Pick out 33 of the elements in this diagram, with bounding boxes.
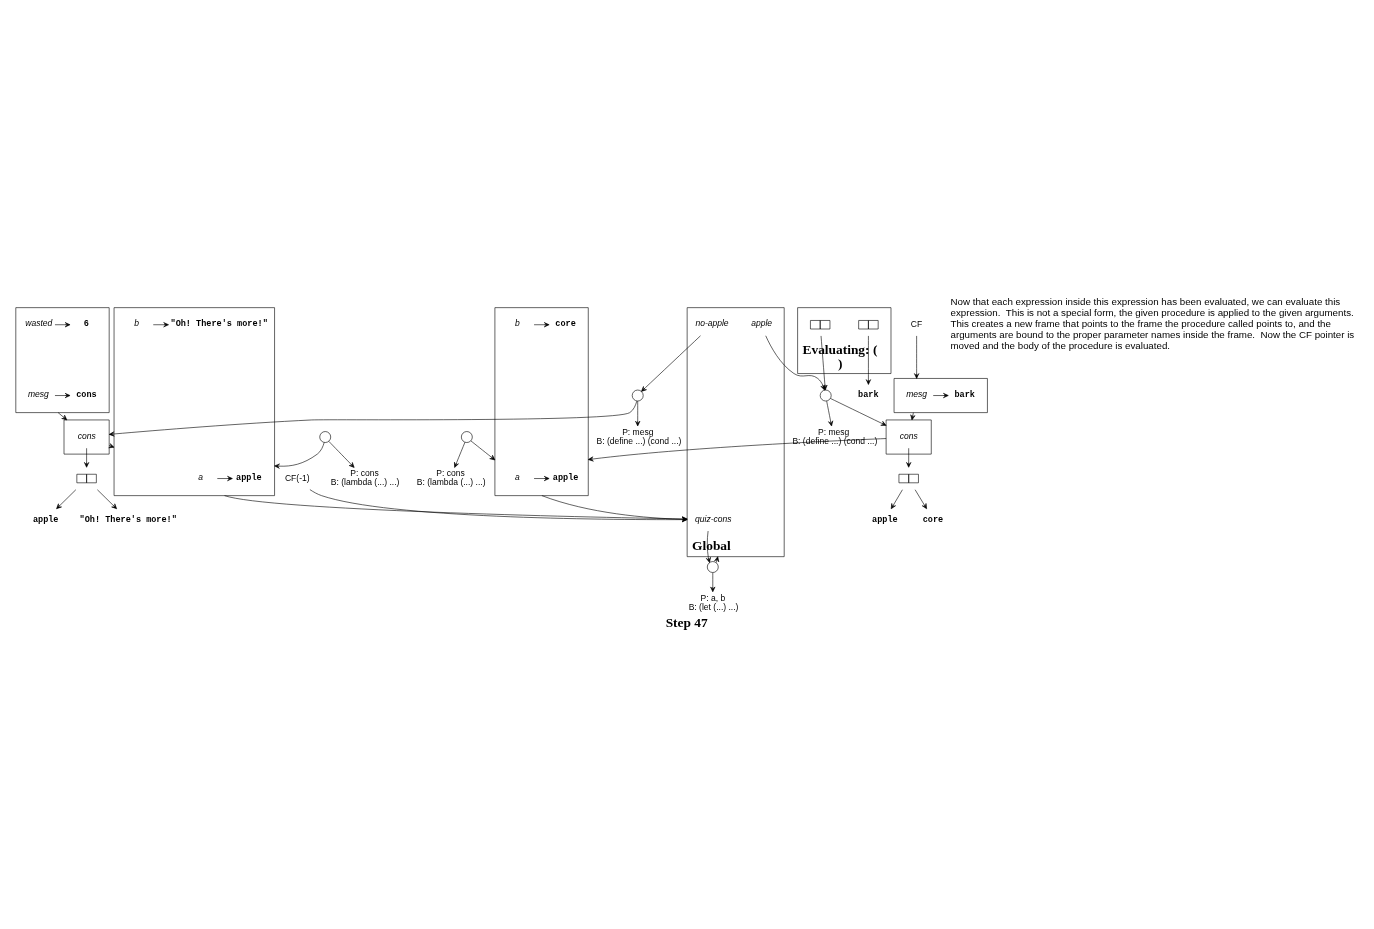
node-text: bark: [954, 390, 975, 401]
node-text: cons: [77, 430, 96, 441]
node-text: apple: [751, 318, 773, 329]
node-text: no-apple: [695, 318, 729, 329]
node-text: quiz-cons: [695, 513, 732, 524]
node-text: a: [515, 472, 520, 483]
node-text: cons: [899, 430, 918, 441]
node-text: CF(-1): [284, 472, 310, 483]
node-text: apple: [552, 473, 579, 484]
node-text: cons: [76, 390, 97, 401]
node-text: apple: [32, 514, 59, 525]
node-text: wasted: [25, 318, 53, 329]
label: Now that each expression inside this expression has been evaluated, we can evaluate this expression. This is not a special form, the given procedure is applied to the given arguments. This creates a new frame that points to the frame the procedure called points to, and the arguments are bound to the proper parameter names inside the frame. Now the CF pointer is moved and the body of the procedure is evaluated.: [950, 296, 1355, 352]
node-text: mesg: [28, 389, 49, 400]
node-text: b: [515, 318, 520, 329]
node-text: core: [922, 514, 944, 525]
node-text: CF: [910, 318, 923, 329]
caption: Step 47: [665, 614, 708, 630]
node-text: P: cons B: (lambda (...) ...): [416, 468, 486, 488]
node-text: bark: [858, 390, 879, 401]
node-text: apple: [236, 473, 262, 484]
node-text: core: [555, 319, 576, 330]
node-text: P: mesg B: (define ...) (cond ...): [596, 426, 682, 446]
node-text: P: a, b B: (let (...) ...): [688, 592, 739, 612]
node-text: P: mesg B: (define ...) (cond ...): [792, 426, 878, 446]
node-text: b: [134, 318, 139, 329]
node-text: apple: [872, 514, 898, 525]
node-text: 6: [83, 319, 89, 330]
node-text: P: cons B: (lambda (...) ...): [330, 468, 400, 488]
node-text: a: [198, 472, 204, 483]
node-text: "Oh! There's more!": [170, 319, 268, 330]
node-text: mesg: [906, 389, 928, 400]
node-text: "Oh! There's more!": [79, 514, 177, 525]
